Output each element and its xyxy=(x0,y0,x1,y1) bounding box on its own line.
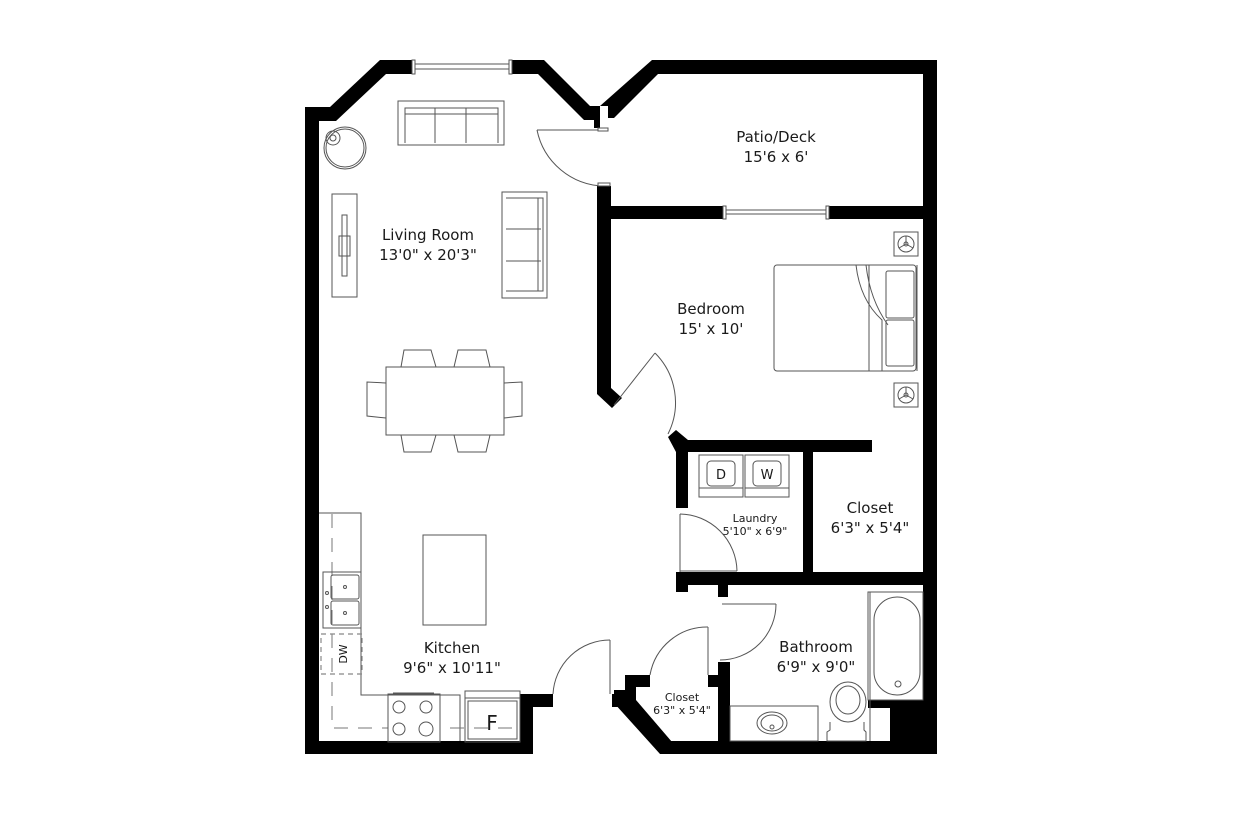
dining-table xyxy=(366,349,523,453)
stove xyxy=(387,692,441,743)
sofa-right xyxy=(501,191,548,299)
wall-bath-door-stub-top xyxy=(718,585,728,597)
wall-bottom-right xyxy=(660,741,937,754)
wall-laundry-closet-divider xyxy=(803,452,813,582)
door-entry-swing xyxy=(552,639,611,695)
wall-bedroom-top-right xyxy=(829,206,937,219)
wall-tub-block xyxy=(890,700,937,754)
door-bedroom-swing xyxy=(654,352,676,435)
wall-patio-top xyxy=(600,60,937,118)
wall-laundry-top xyxy=(668,430,872,508)
wall-living-top-right xyxy=(512,60,600,128)
appliance-labels: D W DW F xyxy=(337,468,774,735)
room-dim-closet-hall: 6'3" x 5'4" xyxy=(653,704,711,717)
room-name-bedroom: Bedroom xyxy=(677,300,745,318)
bath-vanity xyxy=(729,705,819,742)
wall-laundry-bottom-stub xyxy=(676,572,688,592)
sofa-top xyxy=(397,100,505,146)
room-dim-bedroom: 15' x 10' xyxy=(679,320,744,338)
room-name-living: Living Room xyxy=(382,226,474,244)
room-name-laundry: Laundry xyxy=(733,512,778,525)
bathtub xyxy=(867,591,924,701)
dryer-label: D xyxy=(716,468,726,483)
side-table xyxy=(323,126,367,170)
room-name-closet-hall: Closet xyxy=(665,691,700,704)
wall-bedroom-left xyxy=(597,186,622,408)
nightstand-bottom xyxy=(893,382,919,408)
washer xyxy=(744,454,790,498)
wall-hall-closet-stub xyxy=(708,675,720,687)
wall-entry-door-stub xyxy=(612,694,620,707)
bed xyxy=(773,264,918,372)
tv-console xyxy=(331,193,358,298)
wall-right xyxy=(923,60,937,754)
room-dim-living: 13'0" x 20'3" xyxy=(379,246,477,264)
door-bathroom-swing xyxy=(719,603,777,661)
door-hall-closet-swing xyxy=(649,626,709,676)
dishwasher xyxy=(320,633,363,675)
room-name-bathroom: Bathroom xyxy=(779,638,853,656)
kitchen-counter xyxy=(319,512,520,741)
room-name-closet-bedroom: Closet xyxy=(847,499,894,517)
wall-bedroom-top-left xyxy=(597,206,723,219)
wall-living-top-left xyxy=(305,60,412,121)
nightstand-top xyxy=(893,231,919,257)
wall-hall-closet xyxy=(614,675,672,754)
lamp-icon xyxy=(325,130,341,146)
room-labels: Living Room 13'0" x 20'3" Patio/Deck 15'… xyxy=(379,128,909,717)
toilet xyxy=(826,592,871,742)
wall-left xyxy=(305,107,319,753)
walls xyxy=(305,60,937,754)
wall-bottom-left xyxy=(305,741,533,754)
furniture xyxy=(319,100,924,743)
windows xyxy=(411,59,830,220)
door-patio-swing xyxy=(536,129,605,187)
door-bedroom-leaf xyxy=(613,352,656,406)
wall-bathroom-left xyxy=(718,662,730,754)
room-name-kitchen: Kitchen xyxy=(424,639,480,657)
room-dim-closet-bedroom: 6'3" x 5'4" xyxy=(831,519,910,537)
doors xyxy=(536,127,777,695)
wall-kitchen-right xyxy=(520,694,533,754)
room-dim-laundry: 5'10" x 6'9" xyxy=(723,525,788,538)
kitchen-sink xyxy=(322,571,362,629)
room-name-patio: Patio/Deck xyxy=(736,128,816,146)
washer-label: W xyxy=(761,468,774,483)
wall-kitchen-door-stub xyxy=(520,694,553,707)
refrigerator xyxy=(464,690,521,743)
kitchen-island xyxy=(422,534,487,626)
door-laundry-swing xyxy=(679,513,738,572)
room-dim-bathroom: 6'9" x 9'0" xyxy=(777,658,856,676)
room-dim-patio: 15'6 x 6' xyxy=(744,148,809,166)
dishwasher-label: DW xyxy=(337,644,350,663)
wall-laundry-bottom xyxy=(676,572,937,585)
fridge-label: F xyxy=(486,711,498,735)
dryer xyxy=(698,454,744,498)
room-dim-kitchen: 9'6" x 10'11" xyxy=(403,659,501,677)
